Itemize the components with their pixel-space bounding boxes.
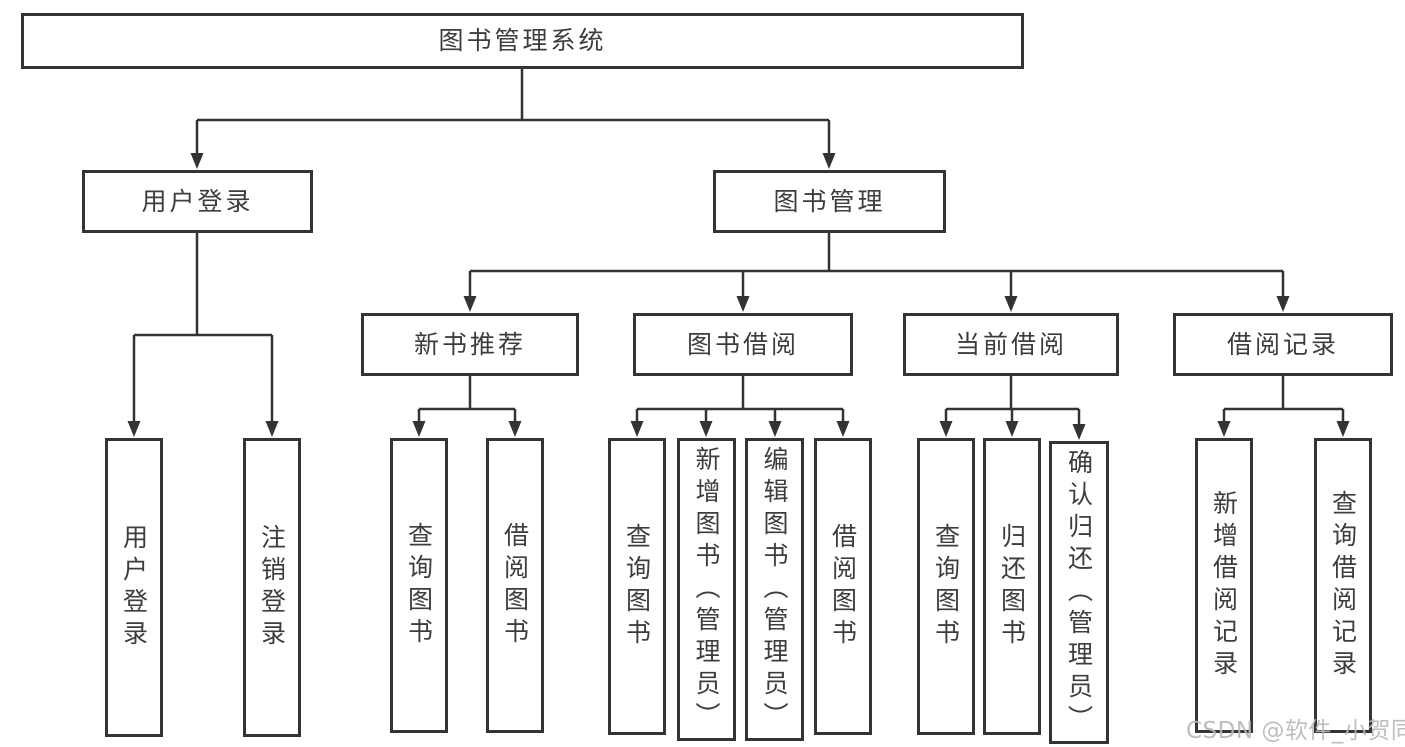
leaf-query-books-borrowing-label: 查询图书 [622,522,652,651]
node-borrowing-records: 借阅记录 [1173,313,1393,376]
leaf-logout: 注销登录 [243,438,301,737]
node-current-borrowing-label: 当前借阅 [954,329,1067,359]
leaf-confirm-return-admin-label: 确认归还（管理员） [1064,448,1094,737]
leaf-query-borrow-record: 查询借阅记录 [1314,438,1372,733]
leaf-logout-label: 注销登录 [257,523,287,652]
leaf-query-books-borrowing: 查询图书 [608,438,666,735]
node-user-login-label: 用户登录 [141,186,254,216]
leaf-confirm-return-admin: 确认归还（管理员） [1049,441,1109,744]
leaf-borrow-books-recommend: 借阅图书 [486,438,544,733]
leaf-edit-book-admin: 编辑图书（管理员） [745,438,804,741]
leaf-edit-book-admin-label: 编辑图书（管理员） [760,445,789,734]
node-root-label: 图书管理系统 [438,26,607,55]
leaf-query-books-current: 查询图书 [917,438,975,735]
node-current-borrowing: 当前借阅 [903,313,1119,376]
connector-root [190,69,836,169]
connector-borrowing-records [1217,376,1350,437]
node-user-login: 用户登录 [82,170,313,233]
connector-user-login [127,233,279,437]
node-borrowing-records-label: 借阅记录 [1226,329,1339,359]
leaf-query-borrow-record-label: 查询借阅记录 [1328,489,1358,682]
node-new-book-recommend: 新书推荐 [361,313,579,376]
connector-current-borrowing [939,376,1086,440]
leaf-add-book-admin-label: 新增图书（管理员） [692,445,721,734]
leaf-return-books: 归还图书 [983,438,1041,735]
connector-book-management [463,233,1290,312]
leaf-borrow-books: 借阅图书 [814,438,872,735]
node-new-book-recommend-label: 新书推荐 [413,329,526,359]
node-book-borrowing: 图书借阅 [633,313,853,376]
node-book-management: 图书管理 [713,170,946,233]
csdn-watermark: CSDN @软件_小贺同学 [1186,718,1405,744]
leaf-return-books-label: 归还图书 [997,522,1027,651]
leaf-user-login-label: 用户登录 [119,523,149,652]
leaf-query-books-recommend: 查询图书 [390,438,448,733]
leaf-add-borrow-record-label: 新增借阅记录 [1209,489,1239,682]
leaf-query-books-current-label: 查询图书 [931,522,961,651]
connector-book-borrowing [630,376,850,437]
node-book-borrowing-label: 图书借阅 [686,329,799,359]
leaf-query-books-recommend-label: 查询图书 [404,521,434,650]
leaf-borrow-books-label: 借阅图书 [828,522,858,651]
node-root: 图书管理系统 [21,13,1024,69]
node-book-management-label: 图书管理 [773,186,886,216]
leaf-add-book-admin: 新增图书（管理员） [677,438,736,741]
leaf-add-borrow-record: 新增借阅记录 [1195,438,1253,733]
connector-new-book-recommend [412,376,522,437]
leaf-borrow-books-recommend-label: 借阅图书 [500,521,530,650]
leaf-user-login: 用户登录 [105,438,163,737]
